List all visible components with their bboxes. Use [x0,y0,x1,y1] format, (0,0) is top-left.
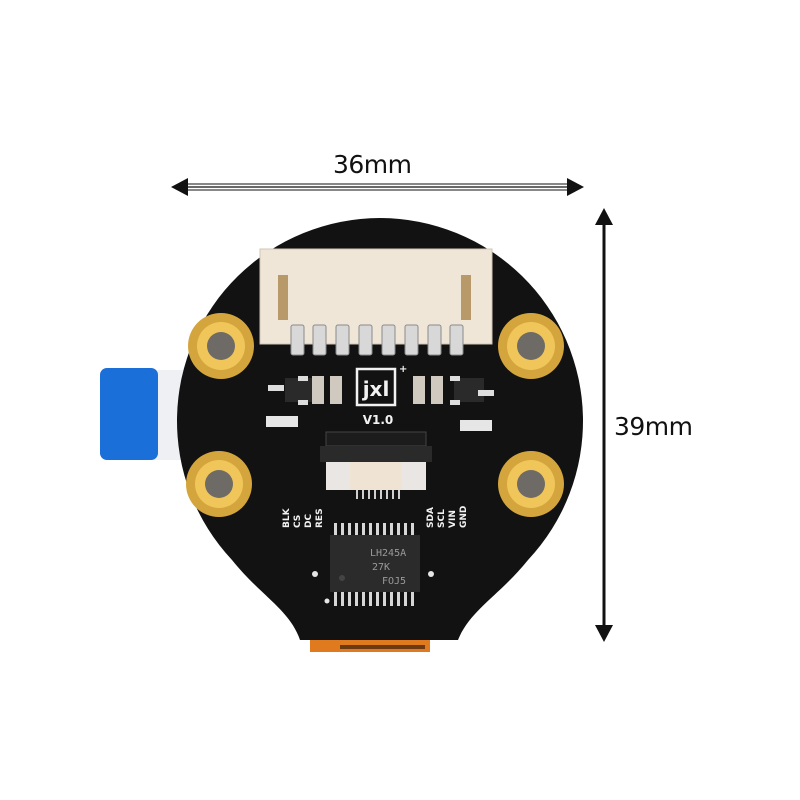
height-dimension-label: 39mm [614,412,693,441]
svg-text:DC: DC [304,514,314,528]
svg-text:27K: 27K [372,562,390,573]
svg-text:BLK: BLK [282,507,292,528]
width-dimension-label: 36mm [333,150,412,179]
ribbon-cable-tab [100,368,190,460]
svg-text:SDA: SDA [426,507,436,528]
svg-text:+: + [399,364,407,375]
pin-labels-right: SDA SCL VIN GND [426,506,469,528]
mounting-hole-top-left [188,313,254,379]
version-label: V1.0 [363,413,394,427]
mounting-hole-top-right [498,313,564,379]
brand-logo: jxl + V1.0 [355,364,407,427]
smd-components [266,376,494,431]
top-connector [259,248,493,356]
svg-text:GND: GND [459,506,469,528]
fpc-connector [320,431,432,499]
mounting-hole-bottom-right [498,451,564,517]
mounting-hole-bottom-left [186,451,252,517]
pin-labels-left: BLK CS DC RES [282,507,325,528]
svg-text:LH245A: LH245A [370,548,406,559]
ic-chip: LH245A 27K FOJ5 [312,523,434,606]
flex-cable [310,640,430,652]
svg-text:RES: RES [315,508,325,528]
svg-text:FOJ5: FOJ5 [382,576,406,587]
svg-text:VIN: VIN [448,510,458,528]
width-dimension-arrow [171,178,584,196]
svg-text:CS: CS [293,515,303,528]
height-dimension-arrow [595,208,613,642]
svg-text:SCL: SCL [437,509,447,528]
svg-text:jxl: jxl [362,377,390,401]
